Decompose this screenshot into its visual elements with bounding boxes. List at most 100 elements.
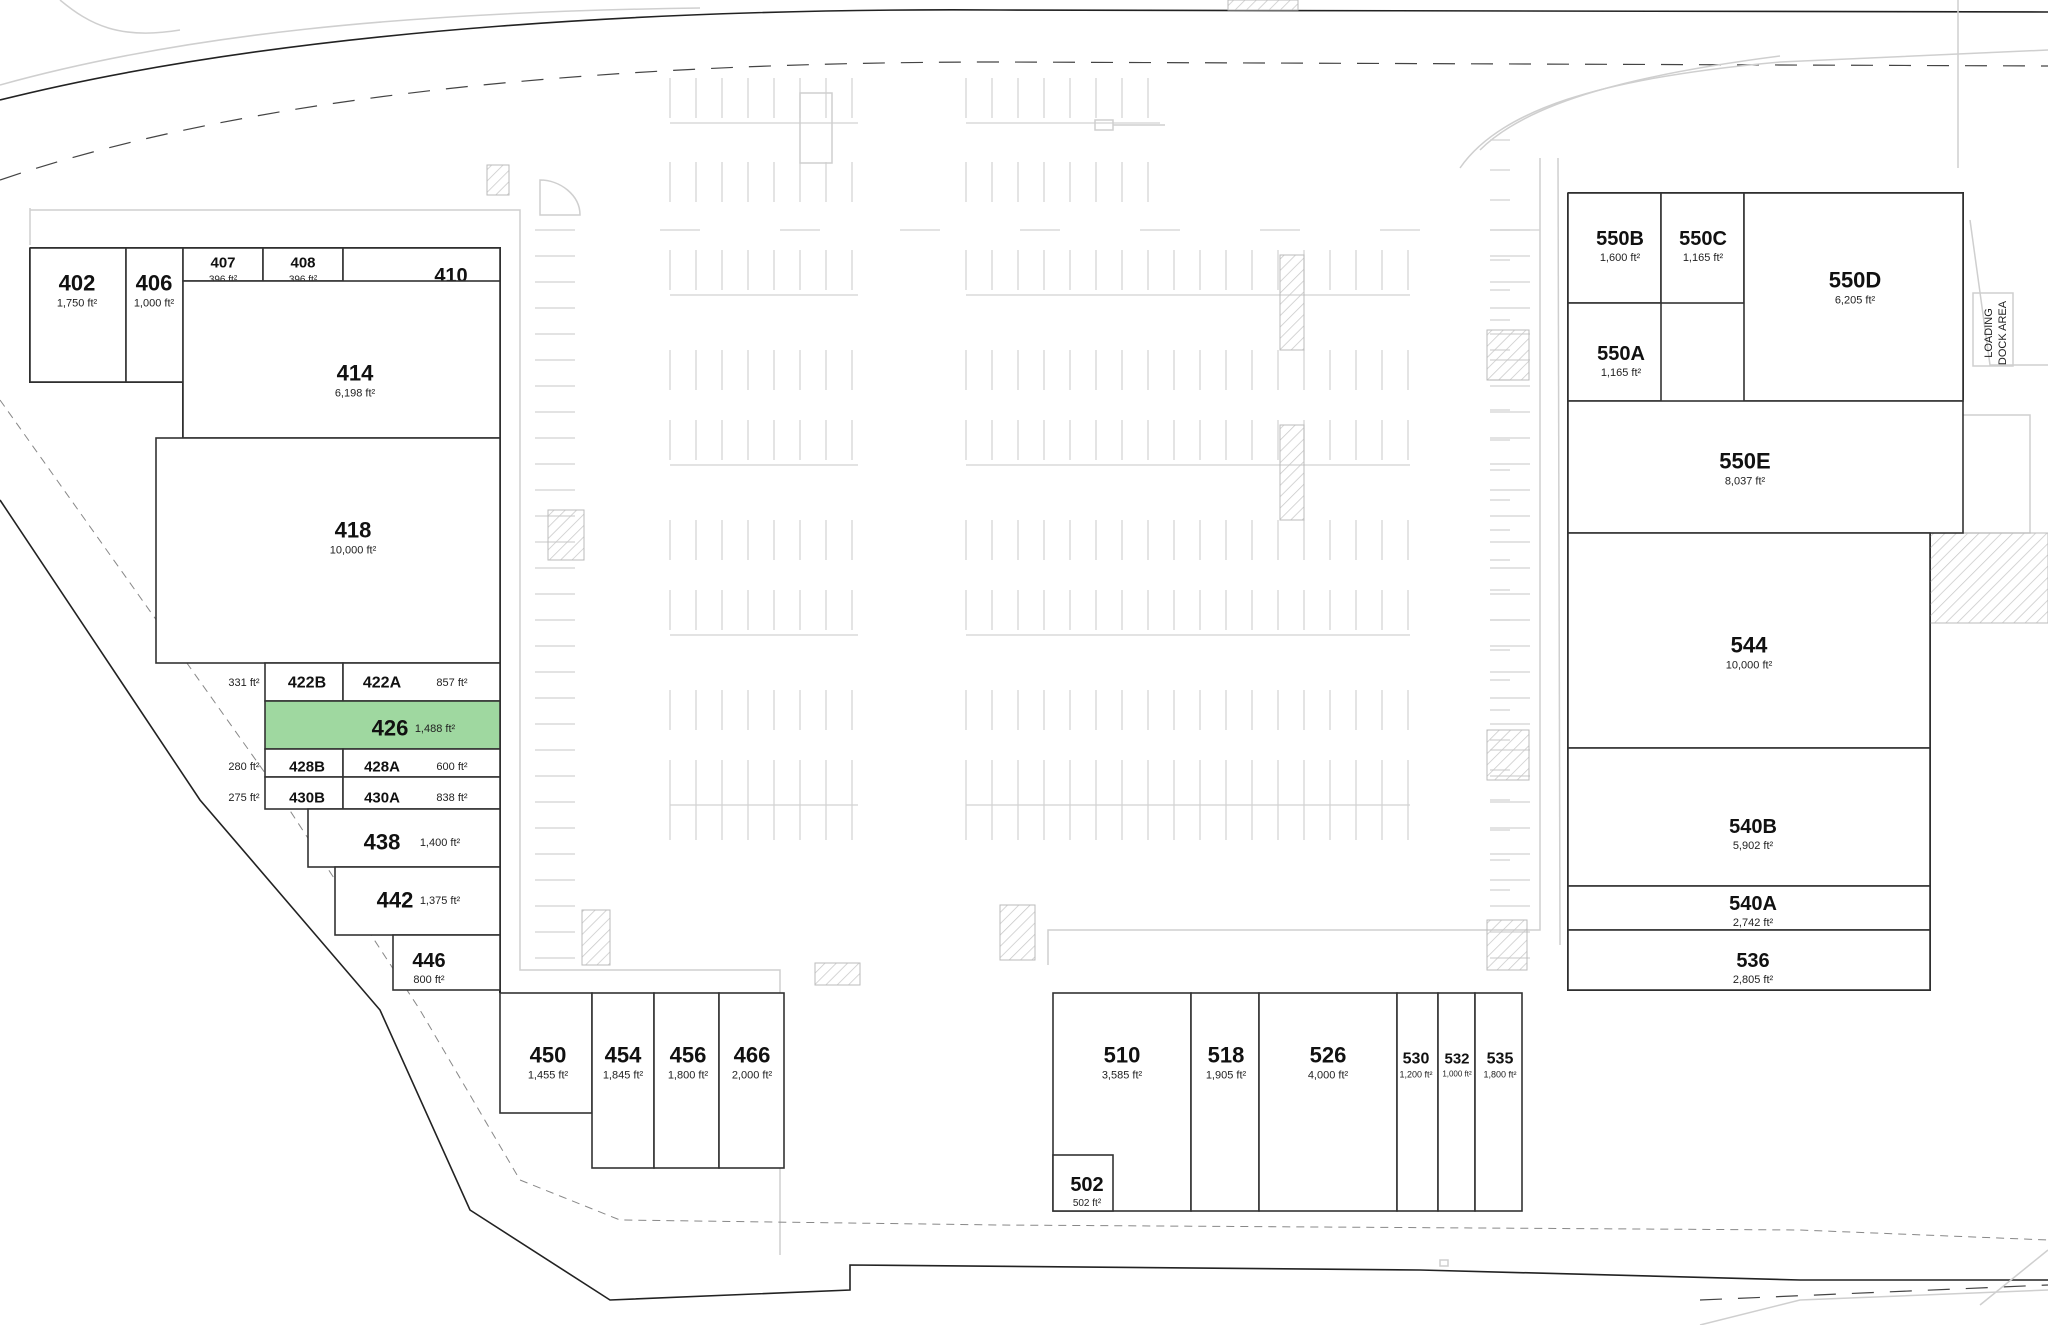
- unit-number: 502: [1070, 1174, 1103, 1196]
- unit-502[interactable]: 502 502 ft²: [1052, 1154, 1114, 1212]
- unit-438-shape[interactable]: [307, 808, 501, 868]
- unit-408[interactable]: 408 396 ft²: [262, 247, 344, 285]
- unit-408-shape[interactable]: [262, 247, 344, 282]
- unit-550c-shape[interactable]: [1660, 192, 1745, 304]
- unit-area: 502 ft²: [1073, 1198, 1102, 1209]
- unit-430b-shape[interactable]: [264, 776, 344, 810]
- unit-540b[interactable]: 540B 5,902 ft²: [1567, 747, 1931, 887]
- unit-area: 1,488 ft²: [415, 723, 456, 735]
- parking-lot: [486, 0, 1540, 986]
- unit-550d-shape[interactable]: [1743, 192, 1964, 402]
- unit-area: 396 ft²: [289, 274, 318, 285]
- unit-502-shape[interactable]: [1052, 1154, 1114, 1212]
- loading-dock-label-1: LOADING: [1983, 308, 1995, 358]
- unit-442[interactable]: 442 1,375 ft²: [334, 866, 501, 936]
- unit-number: 442: [377, 888, 414, 913]
- unit-number: 550E: [1719, 449, 1770, 474]
- unit-540a[interactable]: 540A 2,742 ft²: [1567, 885, 1931, 931]
- unit-area: 275 ft²: [228, 792, 260, 804]
- unit-454-shape[interactable]: [591, 992, 655, 1169]
- unit-number: 450: [530, 1043, 567, 1068]
- unit-428b-shape[interactable]: [264, 748, 344, 778]
- unit-area: 1,165 ft²: [1683, 252, 1724, 264]
- unit-428a-shape[interactable]: [342, 748, 501, 778]
- unit-area: 1,800 ft²: [668, 1070, 709, 1082]
- unit-544-shape[interactable]: [1567, 532, 1931, 749]
- unit-456[interactable]: 456 1,800 ft²: [653, 992, 720, 1169]
- unit-area: 1,375 ft²: [420, 895, 461, 907]
- unit-number: 408: [290, 254, 315, 271]
- unit-536-shape[interactable]: [1567, 929, 1931, 991]
- unit-area: 2,742 ft²: [1733, 917, 1774, 929]
- unit-550e-shape[interactable]: [1567, 400, 1964, 534]
- unit-number: 422B: [288, 675, 326, 692]
- unit-540b-shape[interactable]: [1567, 747, 1931, 887]
- unit-area: 10,000 ft²: [1726, 660, 1773, 672]
- unit-402-shape[interactable]: [29, 247, 127, 383]
- unit-area: 5,902 ft²: [1733, 840, 1774, 852]
- unit-456-shape[interactable]: [653, 992, 720, 1169]
- unit-area: 838 ft²: [436, 792, 468, 804]
- unit-532-shape[interactable]: [1437, 992, 1476, 1212]
- unit-446-shape[interactable]: [392, 934, 501, 991]
- unit-530-shape[interactable]: [1396, 992, 1439, 1212]
- unit-550a-shape[interactable]: [1567, 302, 1662, 402]
- unit-430a-shape[interactable]: [342, 776, 501, 810]
- unit-number: 540A: [1729, 893, 1777, 915]
- unit-area: 1,400 ft²: [420, 837, 461, 849]
- unit-526-shape[interactable]: [1258, 992, 1398, 1212]
- unit-number: 456: [670, 1043, 707, 1068]
- unit-number: 428B: [289, 758, 325, 775]
- unit-418-shape[interactable]: [155, 437, 501, 664]
- unit-area: 857 ft²: [436, 677, 468, 689]
- unit-428b[interactable]: 428B 280 ft²: [228, 748, 344, 778]
- unit-442-shape[interactable]: [334, 866, 501, 936]
- unit-406-shape[interactable]: [125, 247, 184, 383]
- unit-426-shape[interactable]: [264, 700, 501, 750]
- unit-number: 550A: [1597, 343, 1645, 365]
- unit-450-shape[interactable]: [499, 992, 593, 1114]
- unit-422a-shape[interactable]: [342, 662, 501, 702]
- unit-550b-shape[interactable]: [1567, 192, 1662, 304]
- unit-466-shape[interactable]: [718, 992, 785, 1169]
- unit-number: 518: [1208, 1043, 1245, 1068]
- unit-535-shape[interactable]: [1474, 992, 1523, 1212]
- unit-number: 540B: [1729, 816, 1777, 838]
- unit-area: 1,000 ft²: [134, 298, 175, 310]
- unit-area: 800 ft²: [413, 974, 445, 986]
- unit-518-shape[interactable]: [1190, 992, 1260, 1212]
- unit-area: 4,000 ft²: [1308, 1070, 1349, 1082]
- unit-area: 280 ft²: [228, 761, 260, 773]
- unit-414-shape[interactable]: [182, 280, 501, 439]
